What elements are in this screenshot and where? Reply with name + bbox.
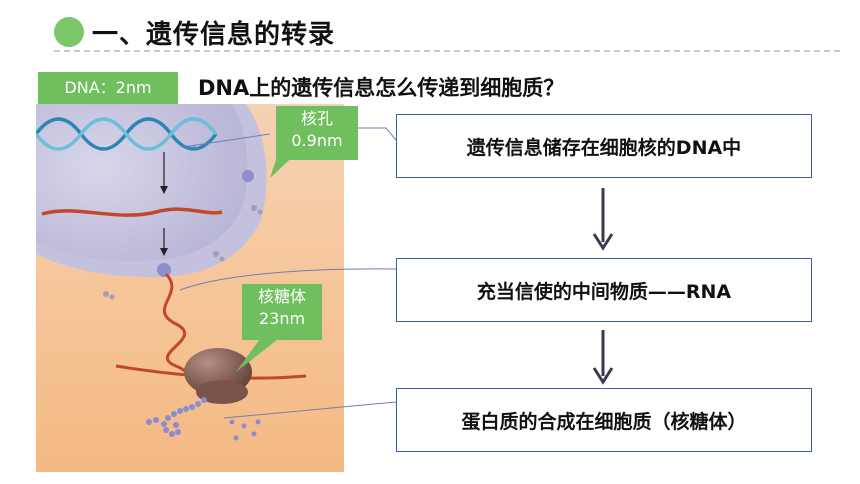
polypeptide-chain (146, 397, 261, 441)
nucleus (36, 104, 248, 262)
pore-label: 核孔 (300, 109, 333, 128)
ribosome-size: 23nm (258, 309, 306, 328)
dna-size-callout: DNA：2nm (38, 72, 178, 104)
pore-size: 0.9nm (291, 131, 343, 150)
flow-arrow-2-icon (592, 330, 614, 385)
step-protein-synthesis: 蛋白质的合成在细胞质（核糖体） (396, 388, 812, 452)
nuclear-pore-top (242, 170, 254, 182)
pore-size-callout: 核孔 0.9nm (276, 106, 358, 160)
mrna-in-nucleus (41, 207, 223, 217)
question-heading: DNA上的遗传信息怎么传递到细胞质？ (198, 76, 565, 100)
ribosome-size-callout: 核糖体 23nm (242, 284, 322, 340)
flow-arrow-1-icon (592, 188, 614, 251)
nuclear-pore (157, 263, 171, 277)
ribosome-label: 核糖体 (257, 287, 306, 306)
title-bullet-icon (54, 17, 84, 47)
section-title: 一、遗传信息的转录 (92, 20, 336, 50)
title-divider (54, 50, 840, 52)
ribosome-small-subunit (196, 380, 248, 404)
nucleus-speckles (103, 205, 263, 300)
step-dna-storage: 遗传信息储存在细胞核的DNA中 (396, 114, 812, 178)
step-rna-messenger: 充当信使的中间物质——RNA (396, 258, 812, 322)
